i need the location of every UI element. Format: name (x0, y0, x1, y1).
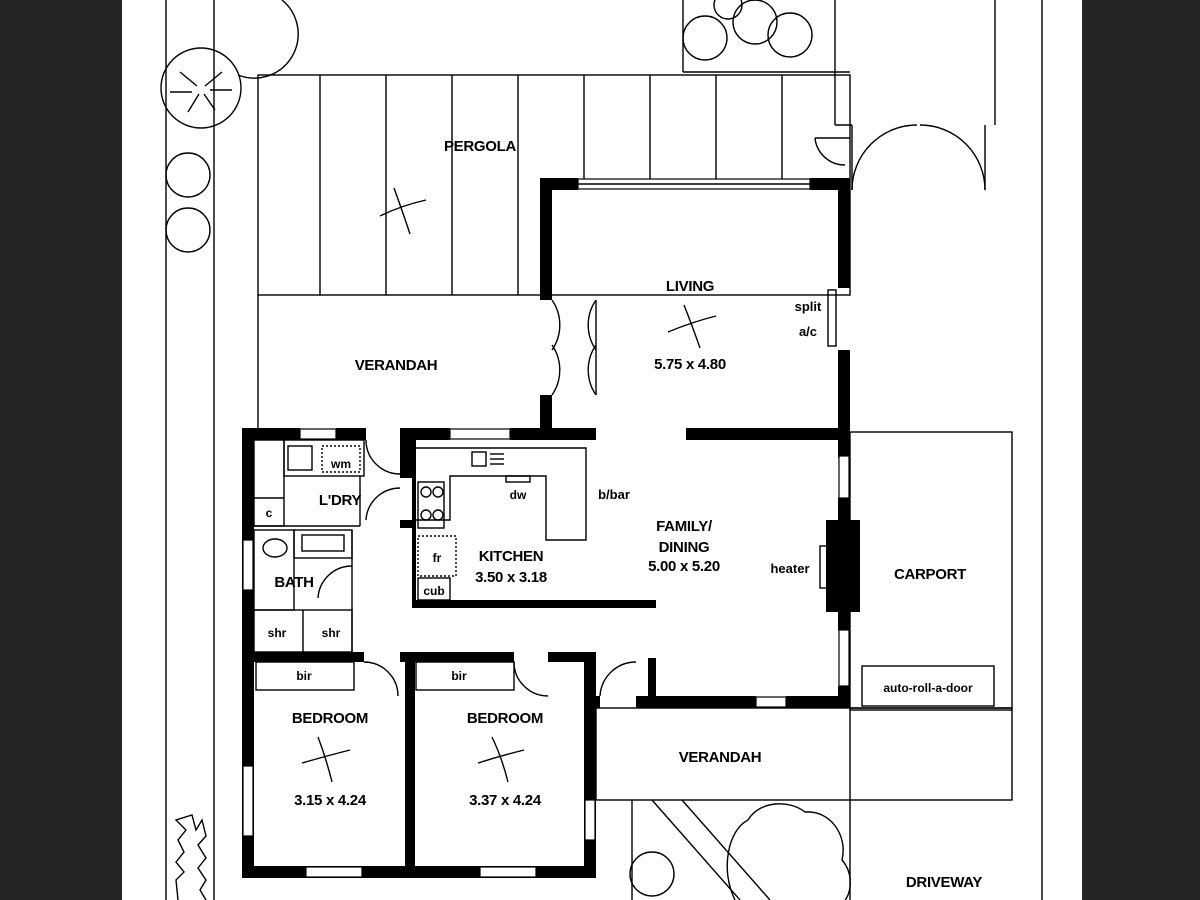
breakfast-bar-label: b/bar (598, 487, 630, 502)
laundry-label: L'DRY (319, 492, 362, 509)
kitchen-size: 3.50 x 3.18 (475, 569, 547, 586)
floor-plan: PERGOLA VERANDAH LIVING 5.75 x 4.80 spli… (160, 0, 1043, 900)
bedroom-1-size: 3.15 x 4.24 (294, 792, 367, 809)
room-labels: PERGOLA VERANDAH LIVING 5.75 x 4.80 spli… (266, 138, 983, 891)
shower-left-label: shr (268, 626, 287, 640)
robe-1-label: bir (296, 669, 312, 683)
ceiling-fan-icon (301, 304, 717, 783)
carport-label: CARPORT (894, 566, 966, 583)
bedroom-2-size: 3.37 x 4.24 (469, 792, 542, 809)
front-verandah-label: VERANDAH (679, 749, 762, 766)
robe-2-label: bir (451, 669, 467, 683)
cupboard-c-label: c (266, 506, 273, 520)
shrub-icon (165, 0, 813, 897)
family-label: FAMILY/ (656, 518, 713, 535)
driveway-label: DRIVEWAY (906, 874, 983, 891)
dining-label: DINING (659, 539, 710, 556)
family-size: 5.00 x 5.20 (648, 558, 720, 575)
tree-top-left-icon (160, 47, 242, 129)
rear-verandah-label: VERANDAH (355, 357, 438, 374)
hedge-icon (174, 814, 207, 900)
pergola-label: PERGOLA (444, 138, 517, 155)
fridge-label: fr (433, 551, 442, 565)
shower-right-label: shr (322, 626, 341, 640)
cupboard-label: cub (423, 584, 444, 598)
split-ac-label-2: a/c (799, 324, 817, 339)
pergola (257, 74, 851, 430)
walls (242, 178, 860, 878)
ceiling-fan-icon (379, 187, 427, 235)
washing-machine-label: wm (330, 457, 351, 471)
windows (242, 178, 850, 878)
bedroom-2-label: BEDROOM (467, 710, 543, 727)
site-lines (165, 0, 1043, 900)
bedroom-1-label: BEDROOM (292, 710, 368, 727)
garage-door-label: auto-roll-a-door (883, 681, 973, 695)
living-label: LIVING (666, 278, 714, 295)
dishwasher-label: dw (510, 488, 527, 502)
fixtures (253, 289, 1013, 900)
living-size: 5.75 x 4.80 (654, 356, 726, 373)
heater-label: heater (770, 561, 809, 576)
large-tree-icon (726, 803, 851, 900)
split-ac-label-1: split (795, 299, 822, 314)
kitchen-label: KITCHEN (479, 548, 544, 565)
garden-gate (814, 124, 986, 191)
bath-label: BATH (274, 574, 313, 591)
doors (317, 299, 637, 697)
floor-plan-sheet: PERGOLA VERANDAH LIVING 5.75 x 4.80 spli… (122, 0, 1082, 900)
landscape-trees (160, 0, 851, 900)
